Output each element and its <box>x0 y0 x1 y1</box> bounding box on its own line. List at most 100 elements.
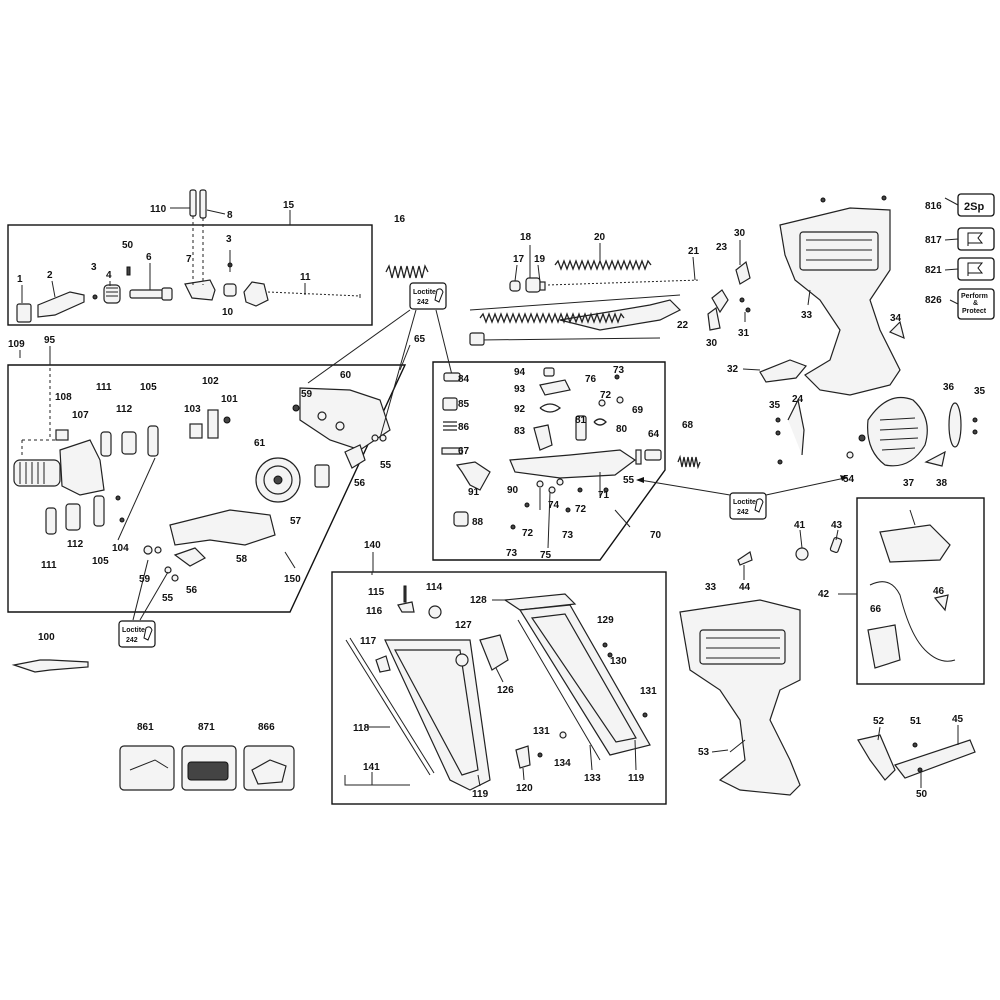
part-label-57: 57 <box>290 516 302 527</box>
part-label-70: 70 <box>650 530 662 541</box>
part-label-119b: 119 <box>628 773 645 784</box>
part-label-65: 65 <box>414 334 426 345</box>
part-label-821: 821 <box>925 265 942 276</box>
loctite-number: 242 <box>737 509 749 516</box>
part-label-56b: 56 <box>186 585 198 596</box>
group-42-parts <box>867 509 956 669</box>
part-label-102: 102 <box>202 376 219 387</box>
part-label-83: 83 <box>514 426 526 437</box>
part-label-150: 150 <box>284 574 301 585</box>
group-150-parts <box>13 344 411 582</box>
part-label-73b: 73 <box>562 530 574 541</box>
part-label-110: 110 <box>150 204 167 215</box>
part-label-117: 117 <box>360 636 377 647</box>
part-label-59b: 59 <box>139 574 151 585</box>
loctite-name: Loctite <box>733 499 756 506</box>
part-label-8: 8 <box>227 210 233 221</box>
leader-loctite-54 <box>765 477 846 496</box>
part-label-24: 24 <box>792 394 804 405</box>
group-frame-15 <box>7 224 373 326</box>
loctite-number: 242 <box>126 637 138 644</box>
part-label-66: 66 <box>870 604 882 615</box>
part-label-866: 866 <box>258 722 275 733</box>
part-label-68: 68 <box>682 420 694 431</box>
part-label-35b: 35 <box>974 386 986 397</box>
part-label-20: 20 <box>594 232 606 243</box>
charger-871 <box>181 745 237 791</box>
leader-loctite-84 <box>435 309 453 376</box>
part-label-34: 34 <box>890 313 902 324</box>
part-label-141: 141 <box>363 762 380 773</box>
part-label-19: 19 <box>534 254 546 265</box>
part-label-95: 95 <box>44 335 56 346</box>
part-label-55b: 55 <box>162 593 174 604</box>
part-label-33: 33 <box>801 310 813 321</box>
part-label-134: 134 <box>554 758 571 769</box>
part-label-33b: 33 <box>705 582 717 593</box>
part-label-61: 61 <box>254 438 266 449</box>
loctite-number: 242 <box>417 299 429 306</box>
part-label-46: 46 <box>933 586 945 597</box>
part-label-73: 73 <box>613 365 625 376</box>
part-label-119: 119 <box>472 789 489 800</box>
part-label-53: 53 <box>698 747 710 758</box>
part-label-90: 90 <box>507 485 519 496</box>
part-label-131: 131 <box>640 686 657 697</box>
part-label-118: 118 <box>353 723 370 734</box>
part-label-59: 59 <box>301 389 313 400</box>
protect-text: Protect <box>962 308 987 315</box>
group-70-parts <box>441 367 701 530</box>
part-label-91: 91 <box>468 487 480 498</box>
part-label-75: 75 <box>540 550 552 561</box>
part-label-71: 71 <box>598 490 610 501</box>
part-label-51: 51 <box>910 716 922 727</box>
group-frame-150 <box>7 364 407 613</box>
part-label-42: 42 <box>818 589 830 600</box>
part-label-861: 861 <box>137 722 154 733</box>
part-label-4: 4 <box>106 270 112 281</box>
part-label-133: 133 <box>584 773 601 784</box>
spring-16 <box>385 264 429 279</box>
badge-perform-protect: Perform & Protect <box>957 288 995 320</box>
case-861 <box>119 745 175 791</box>
part-label-115: 115 <box>368 587 385 598</box>
flag-badge-817 <box>957 227 995 251</box>
part-label-72c: 72 <box>522 528 534 539</box>
part-label-84: 84 <box>458 374 470 385</box>
label-leaders <box>19 197 959 788</box>
part-label-94: 94 <box>514 367 526 378</box>
leader-150 <box>284 551 296 569</box>
part-label-105: 105 <box>140 382 157 393</box>
leader-loctite-59 <box>307 309 411 384</box>
part-label-50: 50 <box>122 240 134 251</box>
part-label-111b: 111 <box>41 560 57 571</box>
part-label-816: 816 <box>925 201 942 212</box>
part-label-36: 36 <box>943 382 955 393</box>
part-label-16: 16 <box>394 214 406 225</box>
part-label-69: 69 <box>632 405 644 416</box>
part-label-131b: 131 <box>533 726 550 737</box>
group-140-parts <box>344 585 651 791</box>
part-label-55: 55 <box>380 460 392 471</box>
part-label-85: 85 <box>458 399 470 410</box>
battery-866 <box>243 745 295 791</box>
part-label-826: 826 <box>925 295 942 306</box>
part-label-31: 31 <box>738 328 750 339</box>
part-label-52: 52 <box>873 716 885 727</box>
part-label-15: 15 <box>283 200 295 211</box>
part-label-58: 58 <box>236 554 248 565</box>
part-label-80: 80 <box>616 424 628 435</box>
flag-badge-821 <box>957 257 995 281</box>
part-label-10: 10 <box>222 307 234 318</box>
leader-70 <box>614 509 631 528</box>
part-label-21: 21 <box>688 246 700 257</box>
part-label-3b: 3 <box>226 234 232 245</box>
part-label-2: 2 <box>47 270 53 281</box>
badge-2sp-text: 2Sp <box>964 201 984 213</box>
part-label-108: 108 <box>55 392 72 403</box>
part-label-120: 120 <box>516 783 533 794</box>
part-label-101: 101 <box>221 394 238 405</box>
housing-upper <box>779 195 901 396</box>
part-label-73c: 73 <box>506 548 518 559</box>
